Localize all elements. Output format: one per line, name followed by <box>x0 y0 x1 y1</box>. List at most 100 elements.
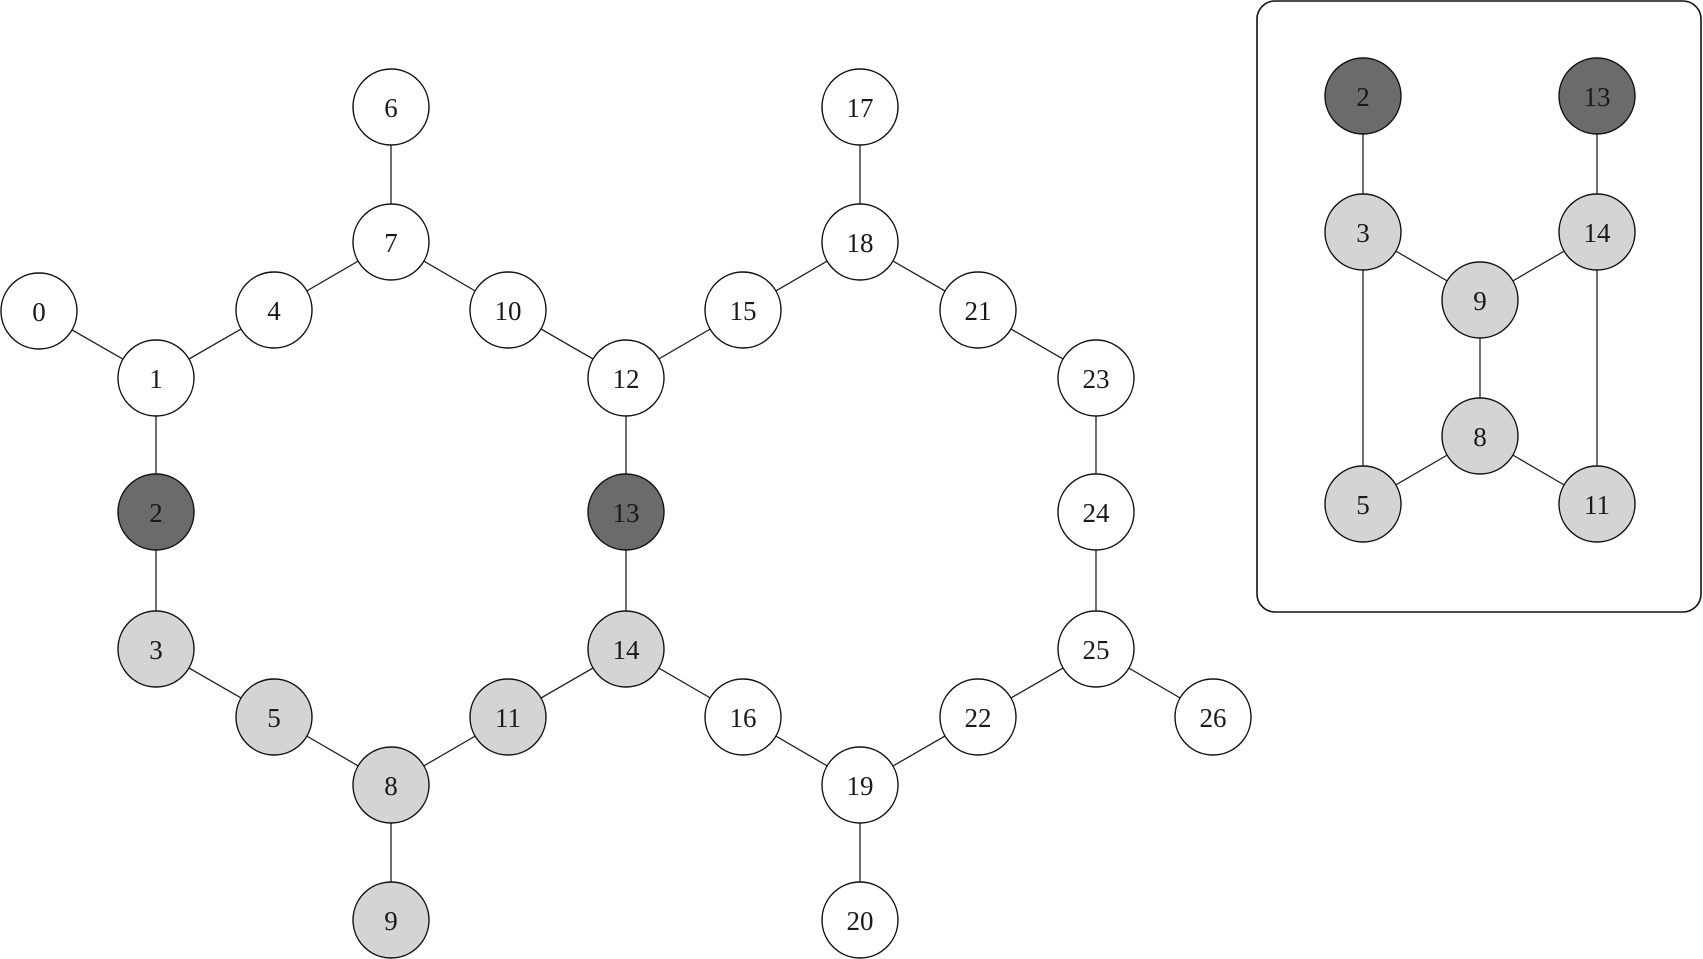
main-node-circle <box>587 610 665 688</box>
main-graph-nodes: 0123456789101112131415161718192021222324… <box>0 68 1252 959</box>
main-node-22: 22 <box>939 678 1017 756</box>
main-node-2: 2 <box>117 473 195 551</box>
main-node-9: 9 <box>352 881 430 959</box>
main-node-12: 12 <box>587 339 665 417</box>
inset-node-label: 14 <box>1584 218 1612 248</box>
main-node-label: 24 <box>1083 498 1111 528</box>
main-node-label: 13 <box>613 498 640 528</box>
inset-node-2: 2 <box>1324 57 1402 135</box>
main-node-label: 20 <box>847 906 874 936</box>
main-node-label: 8 <box>384 771 398 801</box>
main-node-circle <box>235 678 313 756</box>
main-node-5: 5 <box>235 678 313 756</box>
main-node-label: 5 <box>267 703 281 733</box>
main-node-15: 15 <box>704 271 782 349</box>
main-node-circle <box>939 678 1017 756</box>
inset-node-label: 5 <box>1356 490 1370 520</box>
main-node-10: 10 <box>469 271 547 349</box>
inset-frame <box>1256 0 1702 613</box>
inset-node-13: 13 <box>1558 57 1636 135</box>
main-node-label: 23 <box>1083 364 1110 394</box>
inset-node-circle <box>1558 193 1636 271</box>
main-node-label: 15 <box>730 296 757 326</box>
main-node-label: 17 <box>847 93 874 123</box>
main-node-label: 26 <box>1200 703 1227 733</box>
main-node-circle <box>821 68 899 146</box>
inset-node-14: 14 <box>1558 193 1636 271</box>
main-node-6: 6 <box>352 68 430 146</box>
main-node-8: 8 <box>352 746 430 824</box>
main-node-circle <box>1174 678 1252 756</box>
inset-graph-nodes: 2 13 3 14 9 8 5 11 <box>1324 57 1636 543</box>
main-node-circle <box>352 881 430 959</box>
main-node-14: 14 <box>587 610 665 688</box>
inset-node-circle <box>1324 57 1402 135</box>
main-node-label: 4 <box>267 296 281 326</box>
main-node-circle <box>117 339 195 417</box>
main-node-circle <box>1057 339 1135 417</box>
main-node-20: 20 <box>821 881 899 959</box>
main-node-label: 6 <box>384 93 398 123</box>
main-node-circle <box>469 678 547 756</box>
inset-node-circle <box>1441 397 1519 475</box>
main-node-3: 3 <box>117 610 195 688</box>
main-node-circle <box>587 473 665 551</box>
main-node-label: 16 <box>730 703 757 733</box>
main-node-circle <box>352 68 430 146</box>
inset-node-circle <box>1324 465 1402 543</box>
main-node-21: 21 <box>939 271 1017 349</box>
main-node-circle <box>704 678 782 756</box>
main-node-circle <box>469 271 547 349</box>
inset-node-label: 9 <box>1473 286 1487 316</box>
main-node-16: 16 <box>704 678 782 756</box>
inset-node-9: 9 <box>1441 261 1519 339</box>
main-node-circle <box>1057 610 1135 688</box>
main-node-25: 25 <box>1057 610 1135 688</box>
inset-panel: 2 13 3 14 9 8 5 11 <box>1256 0 1702 613</box>
main-node-circle <box>821 881 899 959</box>
main-node-circle <box>939 271 1017 349</box>
inset-node-8: 8 <box>1441 397 1519 475</box>
main-node-circle <box>117 473 195 551</box>
main-node-circle <box>587 339 665 417</box>
main-node-circle <box>704 271 782 349</box>
inset-node-label: 3 <box>1356 218 1370 248</box>
main-node-7: 7 <box>352 203 430 281</box>
inset-node-3: 3 <box>1324 193 1402 271</box>
main-node-label: 21 <box>965 296 992 326</box>
inset-node-label: 11 <box>1584 490 1610 520</box>
inset-node-circle <box>1558 57 1636 135</box>
inset-node-label: 13 <box>1584 82 1611 112</box>
main-node-label: 9 <box>384 906 398 936</box>
main-node-label: 19 <box>847 771 874 801</box>
main-node-19: 19 <box>821 746 899 824</box>
main-node-circle <box>1057 473 1135 551</box>
main-node-circle <box>821 203 899 281</box>
main-node-circle <box>352 746 430 824</box>
main-node-circle <box>352 203 430 281</box>
main-node-label: 12 <box>613 364 640 394</box>
main-node-4: 4 <box>235 271 313 349</box>
inset-node-5: 5 <box>1324 465 1402 543</box>
main-node-label: 7 <box>384 228 398 258</box>
inset-node-circle <box>1324 193 1402 271</box>
main-node-label: 0 <box>32 297 46 327</box>
main-node-18: 18 <box>821 203 899 281</box>
main-node-label: 18 <box>847 228 874 258</box>
main-node-23: 23 <box>1057 339 1135 417</box>
main-node-label: 22 <box>965 703 992 733</box>
main-node-13: 13 <box>587 473 665 551</box>
inset-node-11: 11 <box>1558 465 1636 543</box>
main-node-24: 24 <box>1057 473 1135 551</box>
main-node-label: 1 <box>149 364 163 394</box>
main-node-1: 1 <box>117 339 195 417</box>
main-node-17: 17 <box>821 68 899 146</box>
inset-node-circle <box>1441 261 1519 339</box>
main-node-label: 11 <box>495 703 521 733</box>
inset-node-circle <box>1558 465 1636 543</box>
main-node-11: 11 <box>469 678 547 756</box>
main-node-label: 10 <box>495 296 522 326</box>
inset-node-label: 8 <box>1473 422 1487 452</box>
main-node-label: 2 <box>149 498 163 528</box>
